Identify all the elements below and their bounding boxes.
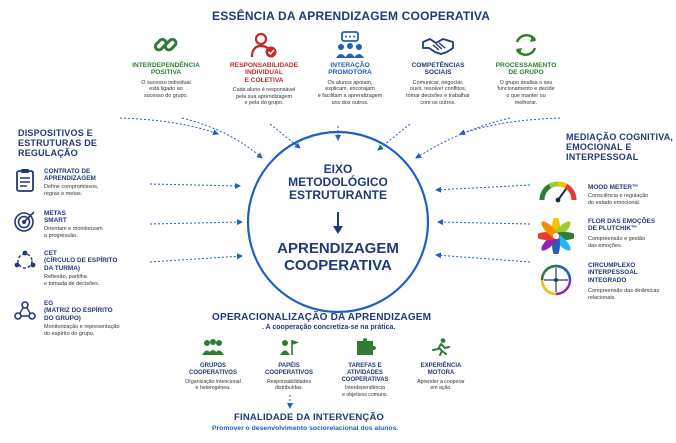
card-interdependencia: INTERDEPENDÊNCIA POSITIVA O sucesso indi… bbox=[128, 30, 204, 100]
group-network-icon bbox=[14, 301, 36, 320]
connector-top-4 bbox=[377, 123, 411, 151]
connector-top-2 bbox=[269, 123, 301, 149]
card-title: RESPONSABILIDADE INDIVIDUAL E COLETIVA bbox=[229, 62, 299, 84]
flag-person-icon bbox=[280, 340, 299, 355]
operational-subtitle: . A cooperação concretiza-se na prática. bbox=[262, 324, 396, 331]
left-item-title: CONTRATO DE APRENDIZAGEM bbox=[44, 168, 96, 183]
puzzle-icon bbox=[357, 338, 376, 355]
right-item-plutchik: FLOR DAS EMOÇÕES DE PLUTCHIK™ Compreensã… bbox=[538, 218, 673, 258]
bottom-item-desc: Aprender a cooperar em ação. bbox=[417, 378, 465, 391]
connector-top-5 bbox=[415, 117, 511, 159]
right-item-title: CIRCUMPLEXO INTERPESSOAL INTEGRADO bbox=[588, 262, 638, 284]
right-section-title: MEDIAÇÃO COGNITIVA, EMOCIONAL E INTERPES… bbox=[566, 132, 674, 162]
left-item-title: EG (MATRIZ DO ESPÍRITO DO GRUPO) bbox=[44, 300, 113, 322]
card-desc: Comunicar, negociar, ouvir, resolver con… bbox=[406, 79, 470, 106]
right-item-desc: Compreensão das dinâmicas relacionais. bbox=[588, 288, 660, 301]
bottom-item-desc: Interdependência e objetivos comuns. bbox=[342, 385, 388, 398]
target-icon bbox=[14, 211, 35, 232]
center-main-label: APRENDIZAGEM COOPERATIVA bbox=[277, 240, 399, 274]
left-item-metas: METAS SMART Orientam e monitorizam a pro… bbox=[14, 210, 154, 246]
right-item-desc: Consciência e regulação do estado emocio… bbox=[588, 193, 649, 206]
card-responsabilidade: RESPONSABILIDADE INDIVIDUAL E COLETIVA C… bbox=[222, 30, 306, 107]
connector-left-2 bbox=[149, 219, 243, 226]
connector-left-top bbox=[119, 117, 219, 136]
right-item-desc: Compreensão e gestão das emoções. bbox=[588, 236, 646, 249]
bottom-item-grupos: GRUPOS COOPERATIVOS Organização intencio… bbox=[178, 338, 248, 391]
speech-group-icon bbox=[336, 31, 364, 58]
bottom-item-desc: Organização intencional e heterogénea. bbox=[185, 378, 241, 391]
chain-link-icon bbox=[153, 37, 178, 52]
left-item-eg: EG (MATRIZ DO ESPÍRITO DO GRUPO) Monitor… bbox=[14, 300, 154, 346]
right-item-title: FLOR DAS EMOÇÕES DE PLUTCHIK™ bbox=[588, 218, 656, 233]
card-title: INTERDEPENDÊNCIA POSITIVA bbox=[132, 62, 200, 77]
connector-right-top bbox=[459, 117, 561, 136]
card-title: INTERAÇÃO PROMOTORA bbox=[328, 62, 372, 77]
left-item-desc: Define compromissos, regras e metas. bbox=[44, 184, 99, 197]
right-item-circumplexo: CIRCUMPLEXO INTERPESSOAL INTEGRADO Compr… bbox=[538, 262, 673, 312]
connector-right-1 bbox=[435, 184, 531, 193]
bottom-item-desc: Responsabilidades distribuídas. bbox=[267, 378, 311, 391]
final-desc: Promover o desenvolvimento sociorelacion… bbox=[212, 425, 399, 432]
card-processamento: PROCESSAMENTO DE GRUPO O grupo analisa o… bbox=[484, 30, 568, 106]
circumplex-icon bbox=[540, 264, 572, 296]
center-axis-label: EIXO METODOLÓGICO ESTRUTURANTE bbox=[288, 162, 388, 202]
left-section-title: DISPOSITIVOS E ESTRUTURAS DE REGULAÇÃO bbox=[18, 128, 98, 158]
connector-right-3 bbox=[435, 252, 531, 263]
connector-left-3 bbox=[149, 253, 243, 263]
bottom-item-title: GRUPOS COOPERATIVOS bbox=[189, 363, 237, 376]
gauge-icon bbox=[539, 181, 577, 203]
circle-people-icon bbox=[14, 250, 36, 269]
connector-left-1 bbox=[149, 182, 241, 189]
card-competencias: COMPETÊNCIAS SOCIAIS Comunicar, negociar… bbox=[392, 30, 484, 106]
cycle-arrows-icon bbox=[515, 34, 537, 56]
left-item-cet: CET (CÍRCULO DE ESPÍRITO DA TURMA) Refle… bbox=[14, 250, 154, 294]
bottom-item-tarefas: TAREFAS E ATIVIDADES COOPERATIVAS Interd… bbox=[330, 338, 400, 398]
bottom-item-title: TAREFAS E ATIVIDADES COOPERATIVAS bbox=[341, 363, 389, 383]
left-item-title: CET (CÍRCULO DE ESPÍRITO DA TURMA) bbox=[44, 250, 118, 272]
left-item-desc: Reflexão, partilha e tomada de decisões. bbox=[44, 274, 100, 287]
handshake-icon bbox=[422, 38, 454, 55]
clipboard-icon bbox=[16, 169, 34, 192]
left-item-contrato: CONTRATO DE APRENDIZAGEM Define compromi… bbox=[14, 168, 154, 204]
bottom-item-title: PAPÉIS COOPERATIVOS bbox=[265, 363, 313, 376]
right-item-mood-meter: MOOD METER™ Consciência e regulação do e… bbox=[538, 178, 673, 214]
person-check-icon bbox=[250, 32, 277, 58]
card-desc: O sucesso individual está ligado ao suce… bbox=[141, 79, 191, 99]
group-icon bbox=[202, 339, 224, 355]
bottom-item-title: EXPERIÊNCIA MOTORA bbox=[420, 363, 462, 376]
card-title: PROCESSAMENTO DE GRUPO bbox=[495, 62, 557, 77]
final-title: FINALIDADE DA INTERVENÇÃO bbox=[234, 412, 385, 423]
card-title: COMPETÊNCIAS SOCIAIS bbox=[411, 62, 465, 77]
connector-right-2 bbox=[437, 219, 531, 226]
running-person-icon bbox=[432, 338, 450, 356]
page-title: ESSÊNCIA DA APRENDIZAGEM COOPERATIVA bbox=[212, 9, 491, 23]
emotion-flower-icon bbox=[538, 218, 574, 254]
card-desc: Os alunos apoiam, explicam, encorajam e … bbox=[317, 79, 383, 106]
operational-title: OPERACIONALIZAÇÃO DA APRENDIZAGEM bbox=[212, 312, 432, 323]
card-desc: O grupo analisa o seu funcionamento e de… bbox=[497, 79, 555, 106]
left-item-title: METAS SMART bbox=[44, 210, 67, 225]
bottom-item-experiencia: EXPERIÊNCIA MOTORA Aprender a cooperar e… bbox=[406, 338, 476, 391]
card-desc: Cada aluno é responsável pela sua aprend… bbox=[232, 87, 296, 107]
bottom-item-papeis: PAPÉIS COOPERATIVOS Responsabilidades di… bbox=[254, 338, 324, 391]
right-item-title: MOOD METER™ bbox=[588, 184, 639, 191]
left-item-desc: Monitorização e representação do espírit… bbox=[44, 324, 120, 337]
connector-top-1 bbox=[181, 117, 263, 159]
left-item-desc: Orientam e monitorizam a progressão. bbox=[44, 226, 103, 239]
card-interacao: INTERAÇÃO PROMOTORA Os alunos apoiam, ex… bbox=[306, 30, 394, 106]
